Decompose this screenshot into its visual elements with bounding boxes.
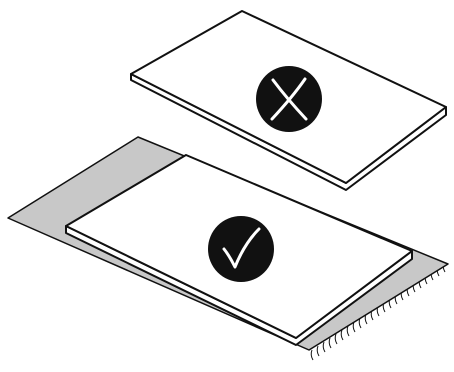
incorrect-badge <box>256 66 322 132</box>
correct-badge <box>208 216 274 282</box>
pad-on-rug <box>8 137 448 360</box>
